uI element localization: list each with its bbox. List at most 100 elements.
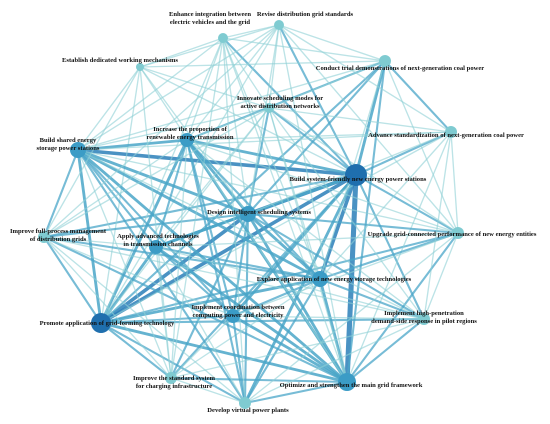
edge-n15-n16 <box>232 315 425 320</box>
edge-n6-n16 <box>186 139 425 320</box>
node-label-line: Implement high-penetration <box>384 310 464 317</box>
edge-n8-n1 <box>278 24 452 133</box>
edge-n7-n8 <box>77 131 452 151</box>
edge-n4-n3 <box>139 60 386 68</box>
edge-n5-n11 <box>43 107 270 238</box>
edge-n20-n18 <box>170 377 246 404</box>
edge-n14-n8 <box>319 131 452 280</box>
node-label-line: Enhance integration between <box>169 11 251 18</box>
node-n5 <box>264 103 274 113</box>
node-label-line: Explore application of new energy storag… <box>257 276 412 283</box>
edge-n10-n16 <box>246 212 426 321</box>
edge-n11-n16 <box>43 236 425 320</box>
edge-n17-n7 <box>76 148 103 325</box>
edge-n7-n12 <box>76 148 158 249</box>
edge-n19-n4 <box>345 59 387 384</box>
edge-n7-n6 <box>76 138 189 152</box>
edge-n9-n4 <box>354 59 387 177</box>
node-n4 <box>379 55 391 67</box>
node-layer <box>38 20 464 409</box>
edge-n15-n18 <box>170 315 234 379</box>
node-label-line: Promote application of grid-forming tech… <box>40 320 175 327</box>
edge-n9-n2 <box>221 36 358 177</box>
edge-n12-n16 <box>155 246 425 320</box>
edge-n14-n20 <box>243 277 322 405</box>
edge-n6-n8 <box>186 131 452 141</box>
edge-n4-n1 <box>278 24 386 62</box>
edge-n7-n13 <box>77 149 459 234</box>
edge-n17-n11 <box>42 235 103 325</box>
edge-n4-n8 <box>383 59 453 134</box>
edge-n10-n11 <box>42 212 250 239</box>
edge-n14-n5 <box>268 107 321 280</box>
edge-n15-n20 <box>231 314 247 405</box>
node-n20 <box>239 397 251 409</box>
edge-n18-n16 <box>170 318 425 379</box>
node-label-line: Increase the proportion of <box>153 126 227 133</box>
node-n13 <box>452 227 464 239</box>
node-n10 <box>240 206 256 222</box>
edge-n2-n5 <box>222 37 270 109</box>
edge-n4-n5 <box>268 60 386 109</box>
edge-n11-n18 <box>43 236 172 379</box>
edge-n14-n15 <box>231 277 322 318</box>
edge-n15-n11 <box>43 236 234 317</box>
node-n18 <box>165 372 177 384</box>
edge-n10-n2 <box>222 37 249 215</box>
edge-n6-n18 <box>170 139 188 379</box>
node-label-line: storage power stations <box>37 145 100 152</box>
edge-n7-n1 <box>77 24 280 151</box>
node-label-line: Establish dedicated working mechanisms <box>62 57 178 64</box>
edge-n19-n20 <box>243 380 349 405</box>
edge-n2-n3 <box>139 37 224 68</box>
edge-n5-n16 <box>268 107 425 320</box>
edge-n6-n11 <box>43 139 188 238</box>
edge-n10-n13 <box>246 212 460 235</box>
node-n12 <box>149 240 163 254</box>
node-label-n13: Upgrade grid-connected performance of ne… <box>368 231 537 238</box>
node-n15 <box>226 309 240 323</box>
edge-n17-n5 <box>100 107 270 324</box>
edge-n19-n15 <box>231 314 349 384</box>
edge-n2-n20 <box>222 37 246 404</box>
node-label-n4: Conduct trial demonstrations of next-gen… <box>316 65 485 72</box>
edge-n10-n1 <box>247 24 280 215</box>
edge-n1-n13 <box>278 24 459 234</box>
edge-n7-n15 <box>76 148 235 318</box>
edge-n9-n13 <box>354 173 460 235</box>
node-n1 <box>274 20 284 30</box>
node-label-line: Build shared energy <box>40 137 97 144</box>
edge-n12-n20 <box>155 246 246 404</box>
node-n16 <box>418 313 430 325</box>
edge-n10-n15 <box>231 212 250 318</box>
edge-n7-n2 <box>77 37 224 151</box>
edge-n7-n5 <box>77 107 270 151</box>
node-label-line: Implement coordination between <box>191 304 284 311</box>
edge-n8-n13 <box>450 131 459 234</box>
edge-n14-n18 <box>170 278 321 379</box>
node-label-n3: Establish dedicated working mechanisms <box>62 57 178 64</box>
node-label-n20: Develop virtual power plants <box>207 407 289 414</box>
edge-n15-n13 <box>232 232 459 317</box>
node-label-line: renewable energy transmission <box>146 134 233 141</box>
edge-n19-n1 <box>278 24 348 383</box>
edge-n14-n12 <box>154 245 322 281</box>
edge-n10-n4 <box>246 59 387 216</box>
node-label-line: Develop virtual power plants <box>207 407 289 414</box>
edge-n19-n16 <box>345 317 426 384</box>
edge-n19-n7 <box>76 148 349 384</box>
edge-n7-n4 <box>77 60 386 151</box>
edge-n6-n13 <box>186 139 459 234</box>
node-label-n8: Advance standardization of next-generati… <box>368 132 524 139</box>
node-n7 <box>70 142 86 158</box>
edge-n12-n11 <box>43 236 157 248</box>
node-label-line: Upgrade grid-connected performance of ne… <box>368 231 537 238</box>
node-label-line: Advance standardization of next-generati… <box>368 132 524 139</box>
edge-n6-n2 <box>186 37 224 141</box>
edge-n9-n1 <box>277 23 358 177</box>
